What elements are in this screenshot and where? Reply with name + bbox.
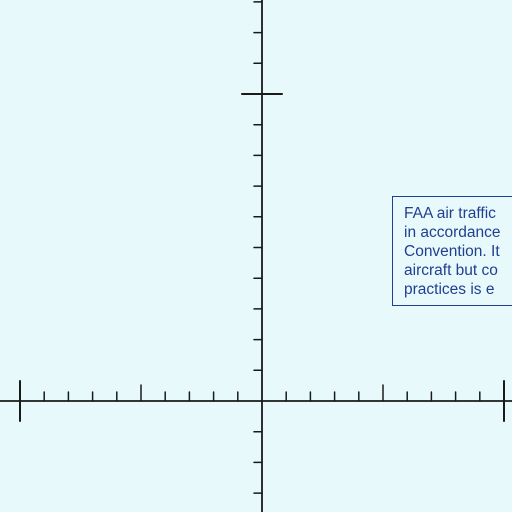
- annotation-line-1: FAA air traffic: [404, 205, 496, 222]
- annotation-box: FAA air traffic in accordance Convention…: [392, 196, 512, 306]
- annotation-line-3: Convention. It: [404, 243, 500, 260]
- annotation-line-4: aircraft but co: [404, 262, 498, 279]
- annotation-line-5: practices is e: [404, 281, 495, 298]
- annotation-line-2: in accordance: [404, 224, 501, 241]
